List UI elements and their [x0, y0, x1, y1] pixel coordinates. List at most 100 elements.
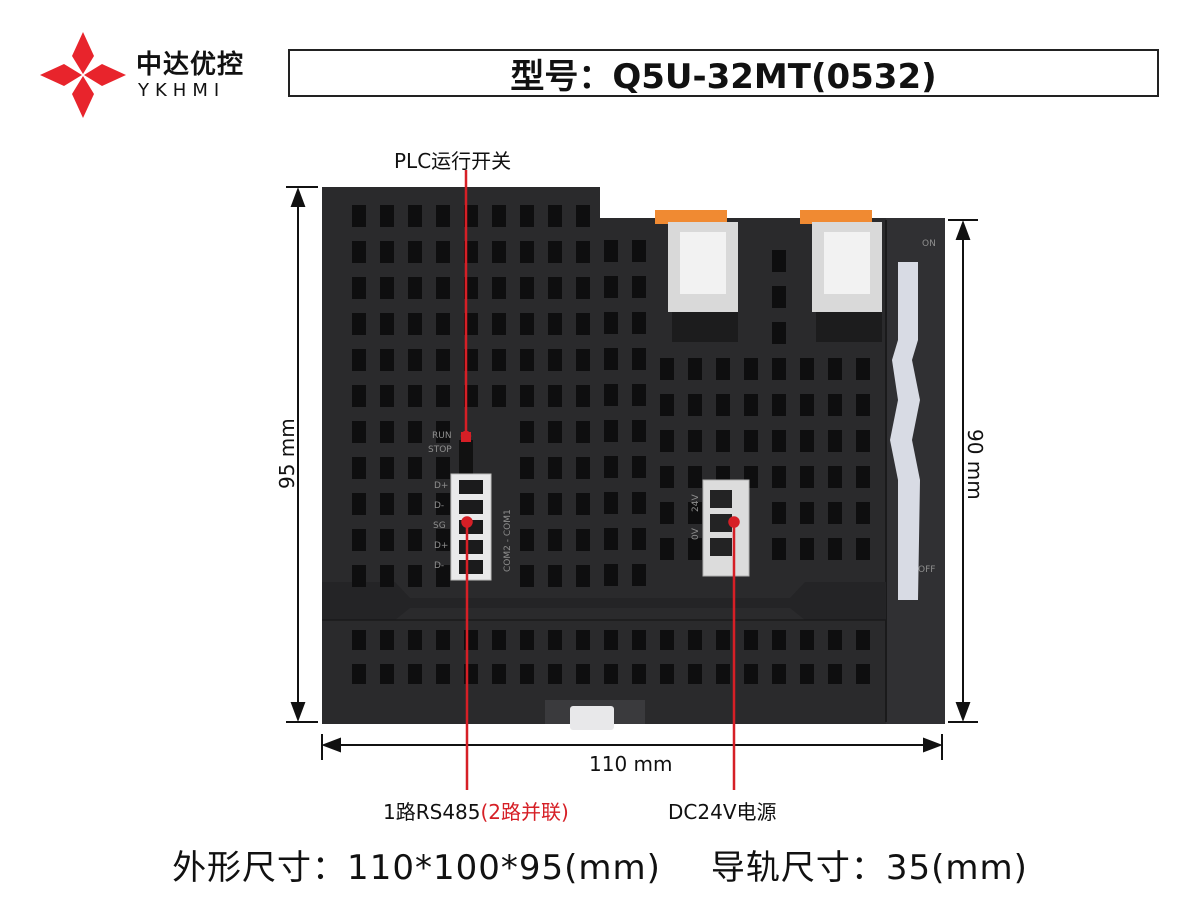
device-body: RUN STOP D+ D- SG D+ D- COM2 - COM1 0V 2… [322, 187, 945, 730]
vent-slot [436, 241, 450, 263]
device-label-sg: SG [433, 521, 446, 531]
rs485-main-label: 1路RS485 [383, 800, 481, 824]
vent-slot [856, 502, 870, 524]
vent-slot [800, 394, 814, 416]
vent-slot [464, 313, 478, 335]
vent-slot [352, 664, 366, 684]
device-label-d-plus-1: D+ [434, 481, 448, 491]
vent-slot [688, 502, 702, 524]
vent-slot [492, 349, 506, 371]
vent-slot [408, 630, 422, 650]
device-label-on: ON [922, 239, 936, 249]
callout-leaders [460, 170, 740, 790]
vent-slot [352, 277, 366, 299]
device-label-stop: STOP [428, 445, 452, 455]
vent-slot [352, 493, 366, 515]
vent-slot [660, 538, 674, 560]
vent-slot [632, 384, 646, 406]
vent-slot [856, 394, 870, 416]
vent-slot [576, 313, 590, 335]
vent-slot [716, 358, 730, 380]
vent-slot [576, 241, 590, 263]
vent-slot [548, 313, 562, 335]
vent-slot [520, 529, 534, 551]
vent-slot [380, 277, 394, 299]
vent-slot [380, 349, 394, 371]
vent-slot [856, 466, 870, 488]
vent-slot [632, 240, 646, 262]
vent-slot [520, 241, 534, 263]
vent-slot [632, 564, 646, 586]
vent-slot [380, 313, 394, 335]
vent-slot [520, 493, 534, 515]
brand-name: 中达优控 [136, 50, 245, 80]
vent-slot [576, 277, 590, 299]
vent-slot [436, 205, 450, 227]
switch-callout-label: PLC运行开关 [394, 149, 512, 173]
vent-slot [520, 457, 534, 479]
vent-slot [492, 277, 506, 299]
device-label-24v: 24V [691, 494, 701, 512]
vent-slot [716, 664, 730, 684]
vent-slot [688, 394, 702, 416]
vent-slot [856, 630, 870, 650]
vent-slot [408, 493, 422, 515]
vent-slot [604, 564, 618, 586]
vent-slot [408, 205, 422, 227]
vent-slot [828, 538, 842, 560]
vent-slot [380, 421, 394, 443]
device-label-0v: 0V [691, 527, 701, 540]
vent-slot [632, 664, 646, 684]
vent-slot [436, 630, 450, 650]
vent-slot [688, 664, 702, 684]
vent-slot [688, 466, 702, 488]
vent-slot [576, 493, 590, 515]
vent-slot [576, 664, 590, 684]
vent-slot [548, 565, 562, 587]
vent-slot [520, 421, 534, 443]
brand-logo [38, 30, 128, 120]
vent-slot [772, 664, 786, 684]
vent-slot [604, 528, 618, 550]
vent-slot [548, 457, 562, 479]
vent-slot [772, 466, 786, 488]
vent-slot [744, 358, 758, 380]
vent-slot [604, 276, 618, 298]
vent-slot [800, 664, 814, 684]
vent-slot [772, 286, 786, 308]
model-title-box: 型号：Q5U-32MT(0532) [288, 49, 1159, 97]
vent-slot [436, 529, 450, 551]
vent-slot [408, 421, 422, 443]
vent-slot [576, 385, 590, 407]
vent-slot [380, 630, 394, 650]
vent-slot [716, 430, 730, 452]
vent-slot [408, 664, 422, 684]
vent-slot [548, 630, 562, 650]
vent-slot [828, 358, 842, 380]
vent-slot [464, 385, 478, 407]
vent-slot [548, 205, 562, 227]
vent-slot [604, 664, 618, 684]
vent-slot [380, 664, 394, 684]
vent-slot [660, 630, 674, 650]
vent-slot [772, 250, 786, 272]
vent-slot [604, 456, 618, 478]
vent-slot [632, 276, 646, 298]
vent-slot [772, 430, 786, 452]
vent-slot [436, 385, 450, 407]
vent-slot [520, 349, 534, 371]
vent-slot [800, 358, 814, 380]
vent-slot [436, 349, 450, 371]
vent-slot [380, 493, 394, 515]
vent-slot [408, 457, 422, 479]
vent-slot [380, 241, 394, 263]
vent-slot [576, 349, 590, 371]
power-terminal-block [702, 479, 750, 577]
vent-slot [352, 565, 366, 587]
vent-slot [604, 492, 618, 514]
vent-slot [688, 538, 702, 560]
vent-slot [464, 349, 478, 371]
vent-slot [744, 664, 758, 684]
vent-slot [576, 421, 590, 443]
